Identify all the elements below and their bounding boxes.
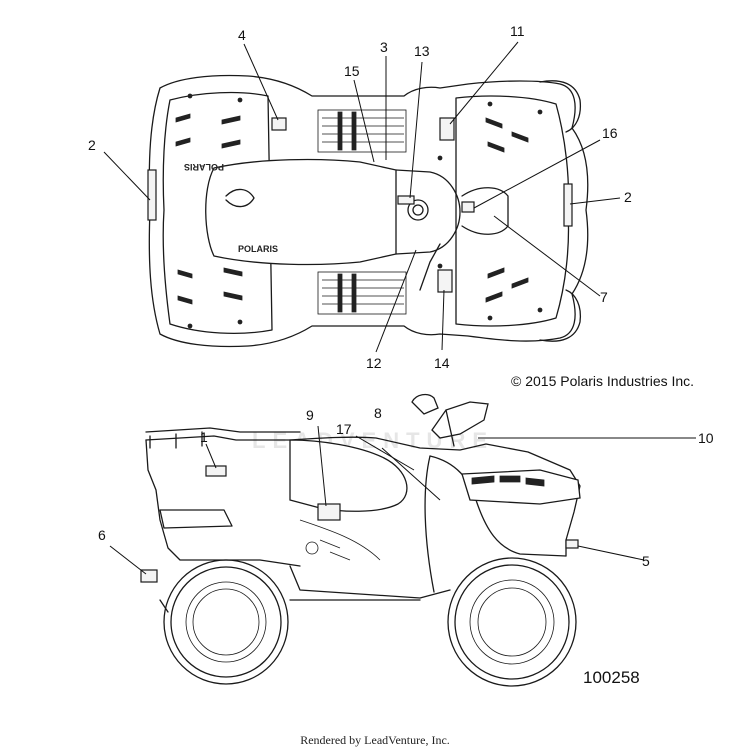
decal-1: [205, 465, 227, 477]
brand-mark-top: POLARIS: [184, 162, 224, 172]
callout-labels: 4 3 13 11 15 2 16 2 7 12 14 1 9 8 17 10 …: [88, 23, 714, 569]
callout-8: 8: [374, 405, 382, 421]
callout-11: 11: [510, 23, 525, 39]
callout-10: 10: [698, 430, 714, 446]
brand-mark-bottom: POLARIS: [238, 244, 278, 254]
front-fender-slots: [485, 117, 529, 303]
decal-14: [437, 269, 453, 293]
callout-4: 4: [238, 27, 246, 43]
footer-credit: Rendered by LeadVenture, Inc.: [300, 733, 450, 747]
rear-fender-slots: [175, 113, 243, 305]
copyright-notice: © 2015 Polaris Industries Inc.: [511, 373, 695, 389]
callout-6: 6: [98, 527, 106, 543]
decal-5: [565, 539, 579, 549]
callout-9: 9: [306, 407, 314, 423]
callout-13: 13: [414, 43, 430, 59]
callout-12: 12: [366, 355, 382, 371]
diagram-part-number: 100258: [583, 668, 640, 687]
callout-2-rear: 2: [88, 137, 96, 153]
decal-13: [397, 195, 415, 205]
callout-14: 14: [434, 355, 450, 371]
callout-16: 16: [602, 125, 618, 141]
callout-2-front: 2: [624, 189, 632, 205]
callout-3: 3: [380, 39, 388, 55]
decal-2-rear: [147, 169, 157, 221]
top-view-atv: POLARIS POLARIS: [147, 74, 589, 348]
side-view-atv: [140, 393, 581, 687]
callout-7: 7: [600, 289, 608, 305]
callout-17: 17: [336, 421, 352, 437]
callout-5: 5: [642, 553, 650, 569]
decal-2-front: [563, 183, 573, 227]
decal-9: [317, 503, 341, 521]
decal-16: [461, 201, 475, 213]
decal-4: [271, 117, 287, 131]
leader-lines: [103, 41, 696, 575]
fender-bolts: [187, 93, 543, 329]
callout-15: 15: [344, 63, 360, 79]
callout-1: 1: [200, 429, 208, 445]
